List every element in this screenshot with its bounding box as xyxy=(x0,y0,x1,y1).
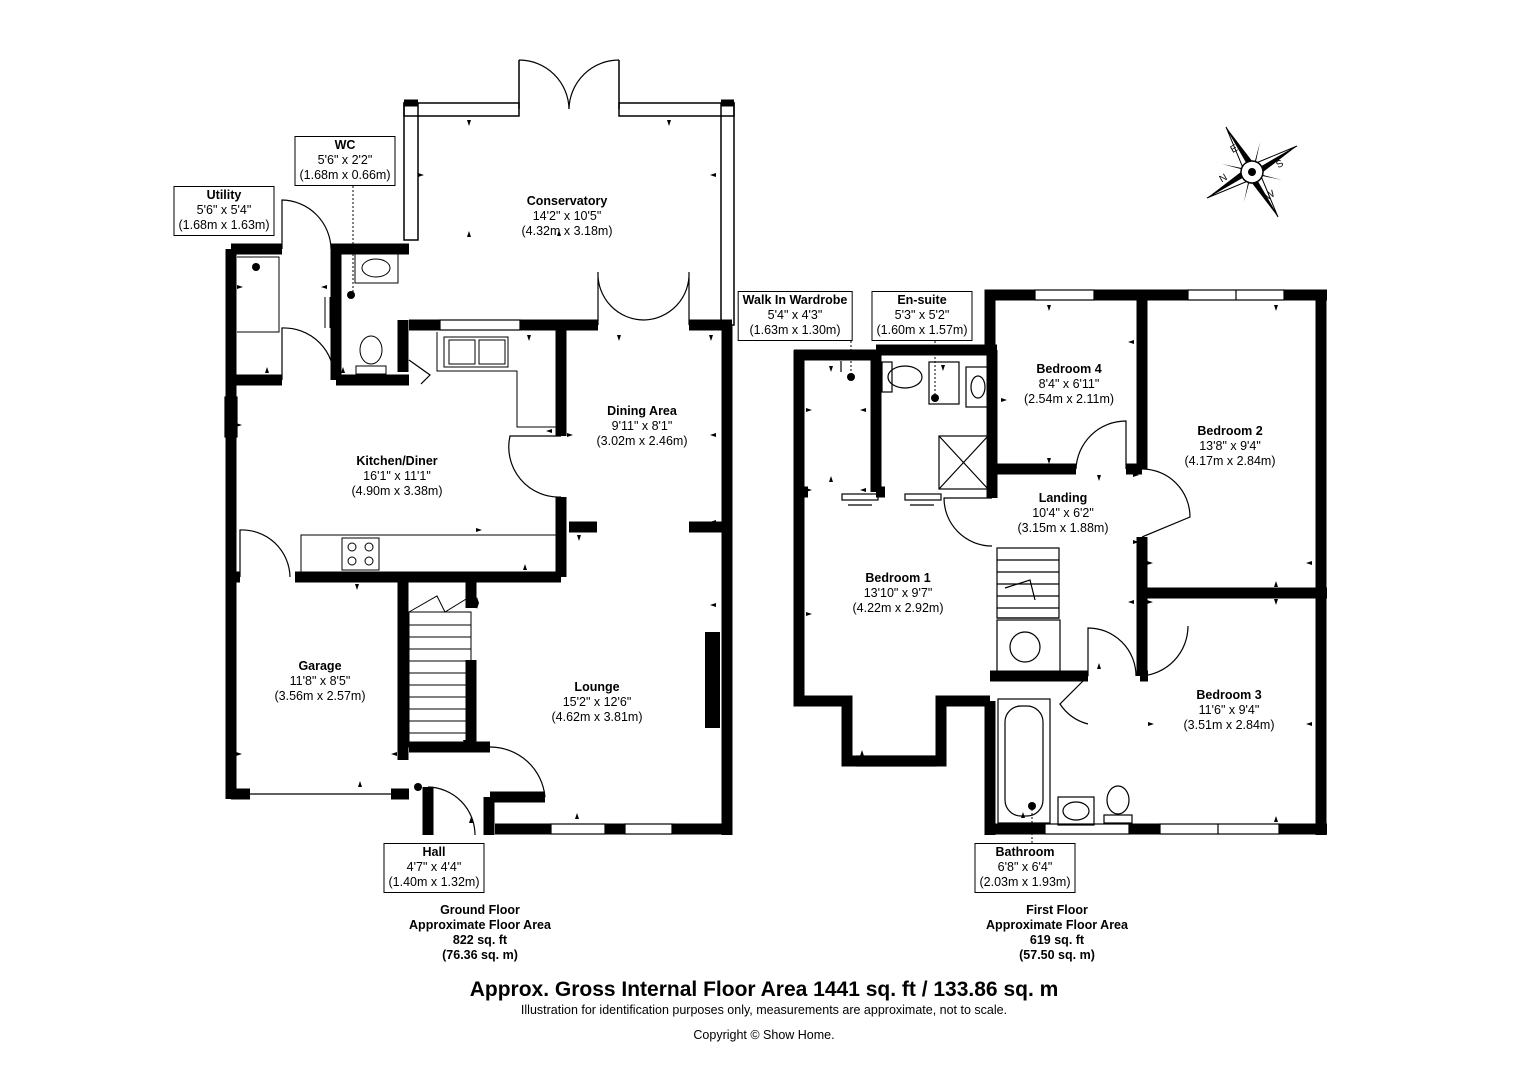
floor-sqm: (57.50 sq. m) xyxy=(1019,948,1095,962)
compass-e: E xyxy=(1229,143,1241,156)
room-label-bedroom-1: Bedroom 1 13'10" x 9'7" (4.22m x 2.92m) xyxy=(852,571,943,616)
room-imperial: 16'1" x 11'1" xyxy=(363,469,431,483)
room-name: Utility xyxy=(206,188,242,202)
room-label-ensuite: En-suite 5'3" x 5'2" (1.60m x 1.57m) xyxy=(871,291,973,341)
room-name: Dining Area xyxy=(607,404,677,418)
room-metric: (3.56m x 2.57m) xyxy=(274,689,366,703)
room-imperial: 9'11" x 8'1" xyxy=(611,419,673,433)
room-metric: (1.60m x 1.57m) xyxy=(876,323,968,337)
room-label-hall: Hall 4'7" x 4'4" (1.40m x 1.32m) xyxy=(383,843,485,893)
room-name: Hall xyxy=(422,845,446,859)
room-name: WC xyxy=(334,138,356,152)
room-imperial: 11'6" x 9'4" xyxy=(1198,703,1260,717)
floor-name: Ground Floor xyxy=(440,903,520,917)
first-floor-caption: First Floor Approximate Floor Area 619 s… xyxy=(986,903,1128,963)
room-label-wc: WC 5'6" x 2'2" (1.68m x 0.66m) xyxy=(294,136,396,186)
room-label-bedroom-2: Bedroom 2 13'8" x 9'4" (4.17m x 2.84m) xyxy=(1184,424,1275,469)
room-metric: (4.62m x 3.81m) xyxy=(551,710,643,724)
room-name: Walk In Wardrobe xyxy=(742,293,848,307)
room-metric: (4.32m x 3.18m) xyxy=(521,224,613,238)
room-name: Bedroom 1 xyxy=(865,571,931,585)
disclaimer: Illustration for identification purposes… xyxy=(520,1003,1008,1017)
compass-rose-icon: N E S W xyxy=(1206,126,1298,218)
room-name: Landing xyxy=(1038,491,1088,505)
room-imperial: 13'10" x 9'7" xyxy=(863,586,933,600)
room-imperial: 5'4" x 4'3" xyxy=(767,308,823,322)
room-label-bedroom-3: Bedroom 3 11'6" x 9'4" (3.51m x 2.84m) xyxy=(1183,688,1274,733)
room-name: Bedroom 3 xyxy=(1196,688,1262,702)
room-label-conservatory: Conservatory 14'2" x 10'5" (4.32m x 3.18… xyxy=(521,194,612,239)
total-floor-area: Approx. Gross Internal Floor Area 1441 s… xyxy=(469,978,1059,1001)
room-imperial: 14'2" x 10'5" xyxy=(532,209,602,223)
room-label-utility: Utility 5'6" x 5'4" (1.68m x 1.63m) xyxy=(173,186,275,236)
room-imperial: 11'8" x 8'5" xyxy=(289,674,351,688)
room-label-bedroom-4: Bedroom 4 8'4" x 6'11" (2.54m x 2.11m) xyxy=(1024,362,1114,407)
room-metric: (2.03m x 1.93m) xyxy=(979,875,1071,889)
room-label-dining: Dining Area 9'11" x 8'1" (3.02m x 2.46m) xyxy=(596,404,687,449)
room-imperial: 6'8" x 6'4" xyxy=(997,860,1053,874)
kitchen-fittings xyxy=(237,252,560,748)
room-metric: (1.68m x 0.66m) xyxy=(299,168,391,182)
room-name: Garage xyxy=(298,659,342,673)
room-metric: (3.51m x 2.84m) xyxy=(1183,718,1275,732)
compass-s: S xyxy=(1274,158,1286,171)
room-name: Bathroom xyxy=(995,845,1055,859)
room-label-landing: Landing 10'4" x 6'2" (3.15m x 1.88m) xyxy=(1017,491,1108,536)
room-imperial: 5'3" x 5'2" xyxy=(894,308,950,322)
room-label-lounge: Lounge 15'2" x 12'6" (4.62m x 3.81m) xyxy=(551,680,642,725)
room-name: Kitchen/Diner xyxy=(356,454,438,468)
floor-sqft: 619 sq. ft xyxy=(1029,933,1085,947)
room-label-wardrobe: Walk In Wardrobe 5'4" x 4'3" (1.63m x 1.… xyxy=(737,291,853,341)
floor-caption: Approximate Floor Area xyxy=(986,918,1128,932)
room-imperial: 4'7" x 4'4" xyxy=(406,860,462,874)
compass-n: N xyxy=(1218,172,1230,185)
floor-caption: Approximate Floor Area xyxy=(409,918,551,932)
first-floor-walls xyxy=(793,289,1327,835)
room-name: Conservatory xyxy=(526,194,608,208)
room-metric: (3.15m x 1.88m) xyxy=(1017,521,1109,535)
room-imperial: 5'6" x 2'2" xyxy=(317,153,373,167)
ground-floor-door-swings xyxy=(224,59,690,836)
room-name: Bedroom 4 xyxy=(1036,362,1102,376)
room-imperial: 13'8" x 9'4" xyxy=(1199,439,1261,453)
floor-sqft: 822 sq. ft xyxy=(452,933,508,947)
room-metric: (1.68m x 1.63m) xyxy=(178,218,270,232)
measurement-ticks xyxy=(236,120,1312,823)
room-label-garage: Garage 11'8" x 8'5" (3.56m x 2.57m) xyxy=(274,659,365,704)
room-metric: (4.90m x 3.38m) xyxy=(351,484,443,498)
room-name: Lounge xyxy=(574,680,620,694)
conservatory-glazing xyxy=(403,60,735,326)
room-imperial: 5'6" x 5'4" xyxy=(196,203,252,217)
room-imperial: 15'2" x 12'6" xyxy=(562,695,632,709)
room-label-bathroom: Bathroom 6'8" x 6'4" (2.03m x 1.93m) xyxy=(974,843,1076,893)
room-metric: (4.22m x 2.92m) xyxy=(852,601,944,615)
room-metric: (1.40m x 1.32m) xyxy=(388,875,480,889)
first-floor-door-swings xyxy=(840,289,1285,835)
room-metric: (4.17m x 2.84m) xyxy=(1184,454,1276,468)
copyright: Copyright © Show Home. xyxy=(693,1028,835,1042)
room-name: En-suite xyxy=(897,293,947,307)
room-imperial: 8'4" x 6'11" xyxy=(1038,377,1100,391)
room-metric: (2.54m x 2.11m) xyxy=(1023,392,1115,406)
floor-name: First Floor xyxy=(1026,903,1088,917)
room-label-kitchen: Kitchen/Diner 16'1" x 11'1" (4.90m x 3.3… xyxy=(351,454,442,499)
room-metric: (1.63m x 1.30m) xyxy=(749,323,841,337)
room-metric: (3.02m x 2.46m) xyxy=(596,434,688,448)
floor-sqm: (76.36 sq. m) xyxy=(442,948,518,962)
room-imperial: 10'4" x 6'2" xyxy=(1032,506,1094,520)
room-name: Bedroom 2 xyxy=(1197,424,1263,438)
ground-floor-caption: Ground Floor Approximate Floor Area 822 … xyxy=(409,903,551,963)
